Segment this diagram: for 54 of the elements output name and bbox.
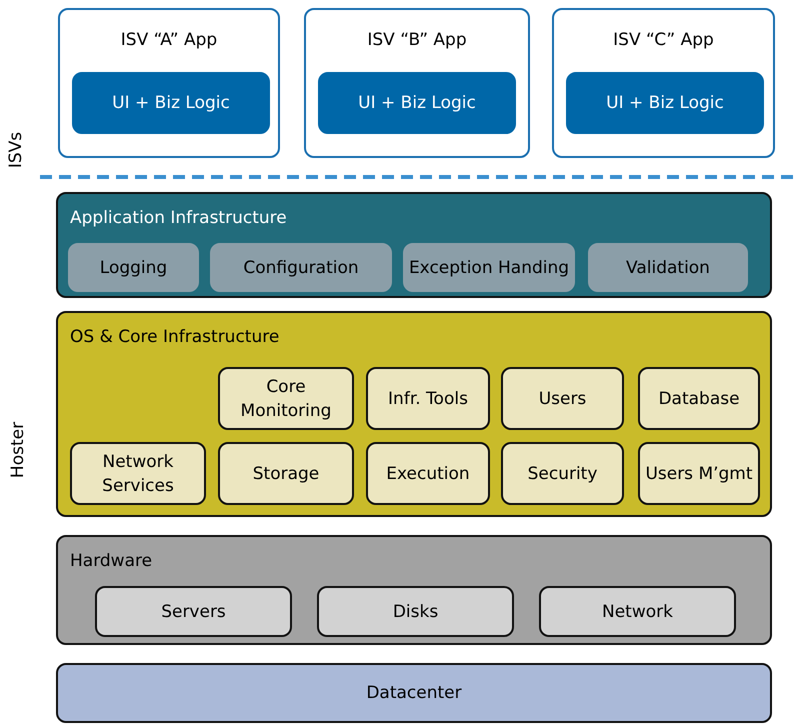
app-box xyxy=(304,8,530,158)
layer-box xyxy=(56,663,772,723)
app-title: ISV “B” App xyxy=(366,30,468,50)
component-label: Storage xyxy=(252,462,320,486)
app-box xyxy=(552,8,775,158)
layer-title: OS & Core Infrastructure xyxy=(70,327,280,347)
component-box xyxy=(70,442,206,505)
component-box xyxy=(95,586,292,637)
component-label: Network xyxy=(601,600,674,624)
app-title: ISV “C” App xyxy=(612,30,715,50)
component-label: Datacenter xyxy=(365,682,463,705)
logic-box xyxy=(318,72,516,134)
component-label: UI + Biz Logic xyxy=(357,92,477,115)
component-label: Logging xyxy=(98,256,168,280)
component-box xyxy=(638,442,760,505)
component-label: Servers xyxy=(160,600,227,624)
app-title: ISV “A” App xyxy=(120,30,218,50)
component-label: Validation xyxy=(625,256,711,280)
app-box xyxy=(58,8,280,158)
layer-title: Application Infrastructure xyxy=(70,208,287,228)
component-label: Database xyxy=(657,388,741,410)
logic-box xyxy=(566,72,764,134)
component-box xyxy=(366,367,490,430)
component-label: Execution xyxy=(385,462,471,486)
side-label: ISVs xyxy=(6,132,26,168)
component-box xyxy=(501,442,624,505)
component-box xyxy=(210,243,392,292)
component-box xyxy=(539,586,736,637)
component-label: Infr. Tools xyxy=(387,388,469,410)
component-label: Network Services xyxy=(101,450,175,498)
component-box xyxy=(68,243,199,292)
component-box xyxy=(317,586,514,637)
layer-panel xyxy=(56,311,772,517)
component-label: Configuration xyxy=(242,256,360,280)
component-label: Core Monitoring xyxy=(240,376,332,422)
component-label: Users M’gmt xyxy=(644,462,754,486)
component-label: Disks xyxy=(392,600,440,624)
component-label: Users xyxy=(538,388,588,410)
layer-title: Hardware xyxy=(70,551,152,571)
component-box xyxy=(366,442,490,505)
component-box xyxy=(218,367,354,430)
component-box xyxy=(403,243,575,292)
component-box xyxy=(638,367,760,430)
component-label: UI + Biz Logic xyxy=(111,92,231,115)
layer-panel xyxy=(56,535,772,645)
component-label: UI + Biz Logic xyxy=(605,92,725,115)
component-box xyxy=(501,367,624,430)
component-box xyxy=(218,442,354,505)
logic-box xyxy=(72,72,270,134)
side-label: Hoster xyxy=(8,422,28,478)
component-box xyxy=(588,243,748,292)
layer-panel xyxy=(56,192,772,298)
component-label: Exception Handing xyxy=(408,256,570,280)
component-label: Security xyxy=(526,462,598,486)
